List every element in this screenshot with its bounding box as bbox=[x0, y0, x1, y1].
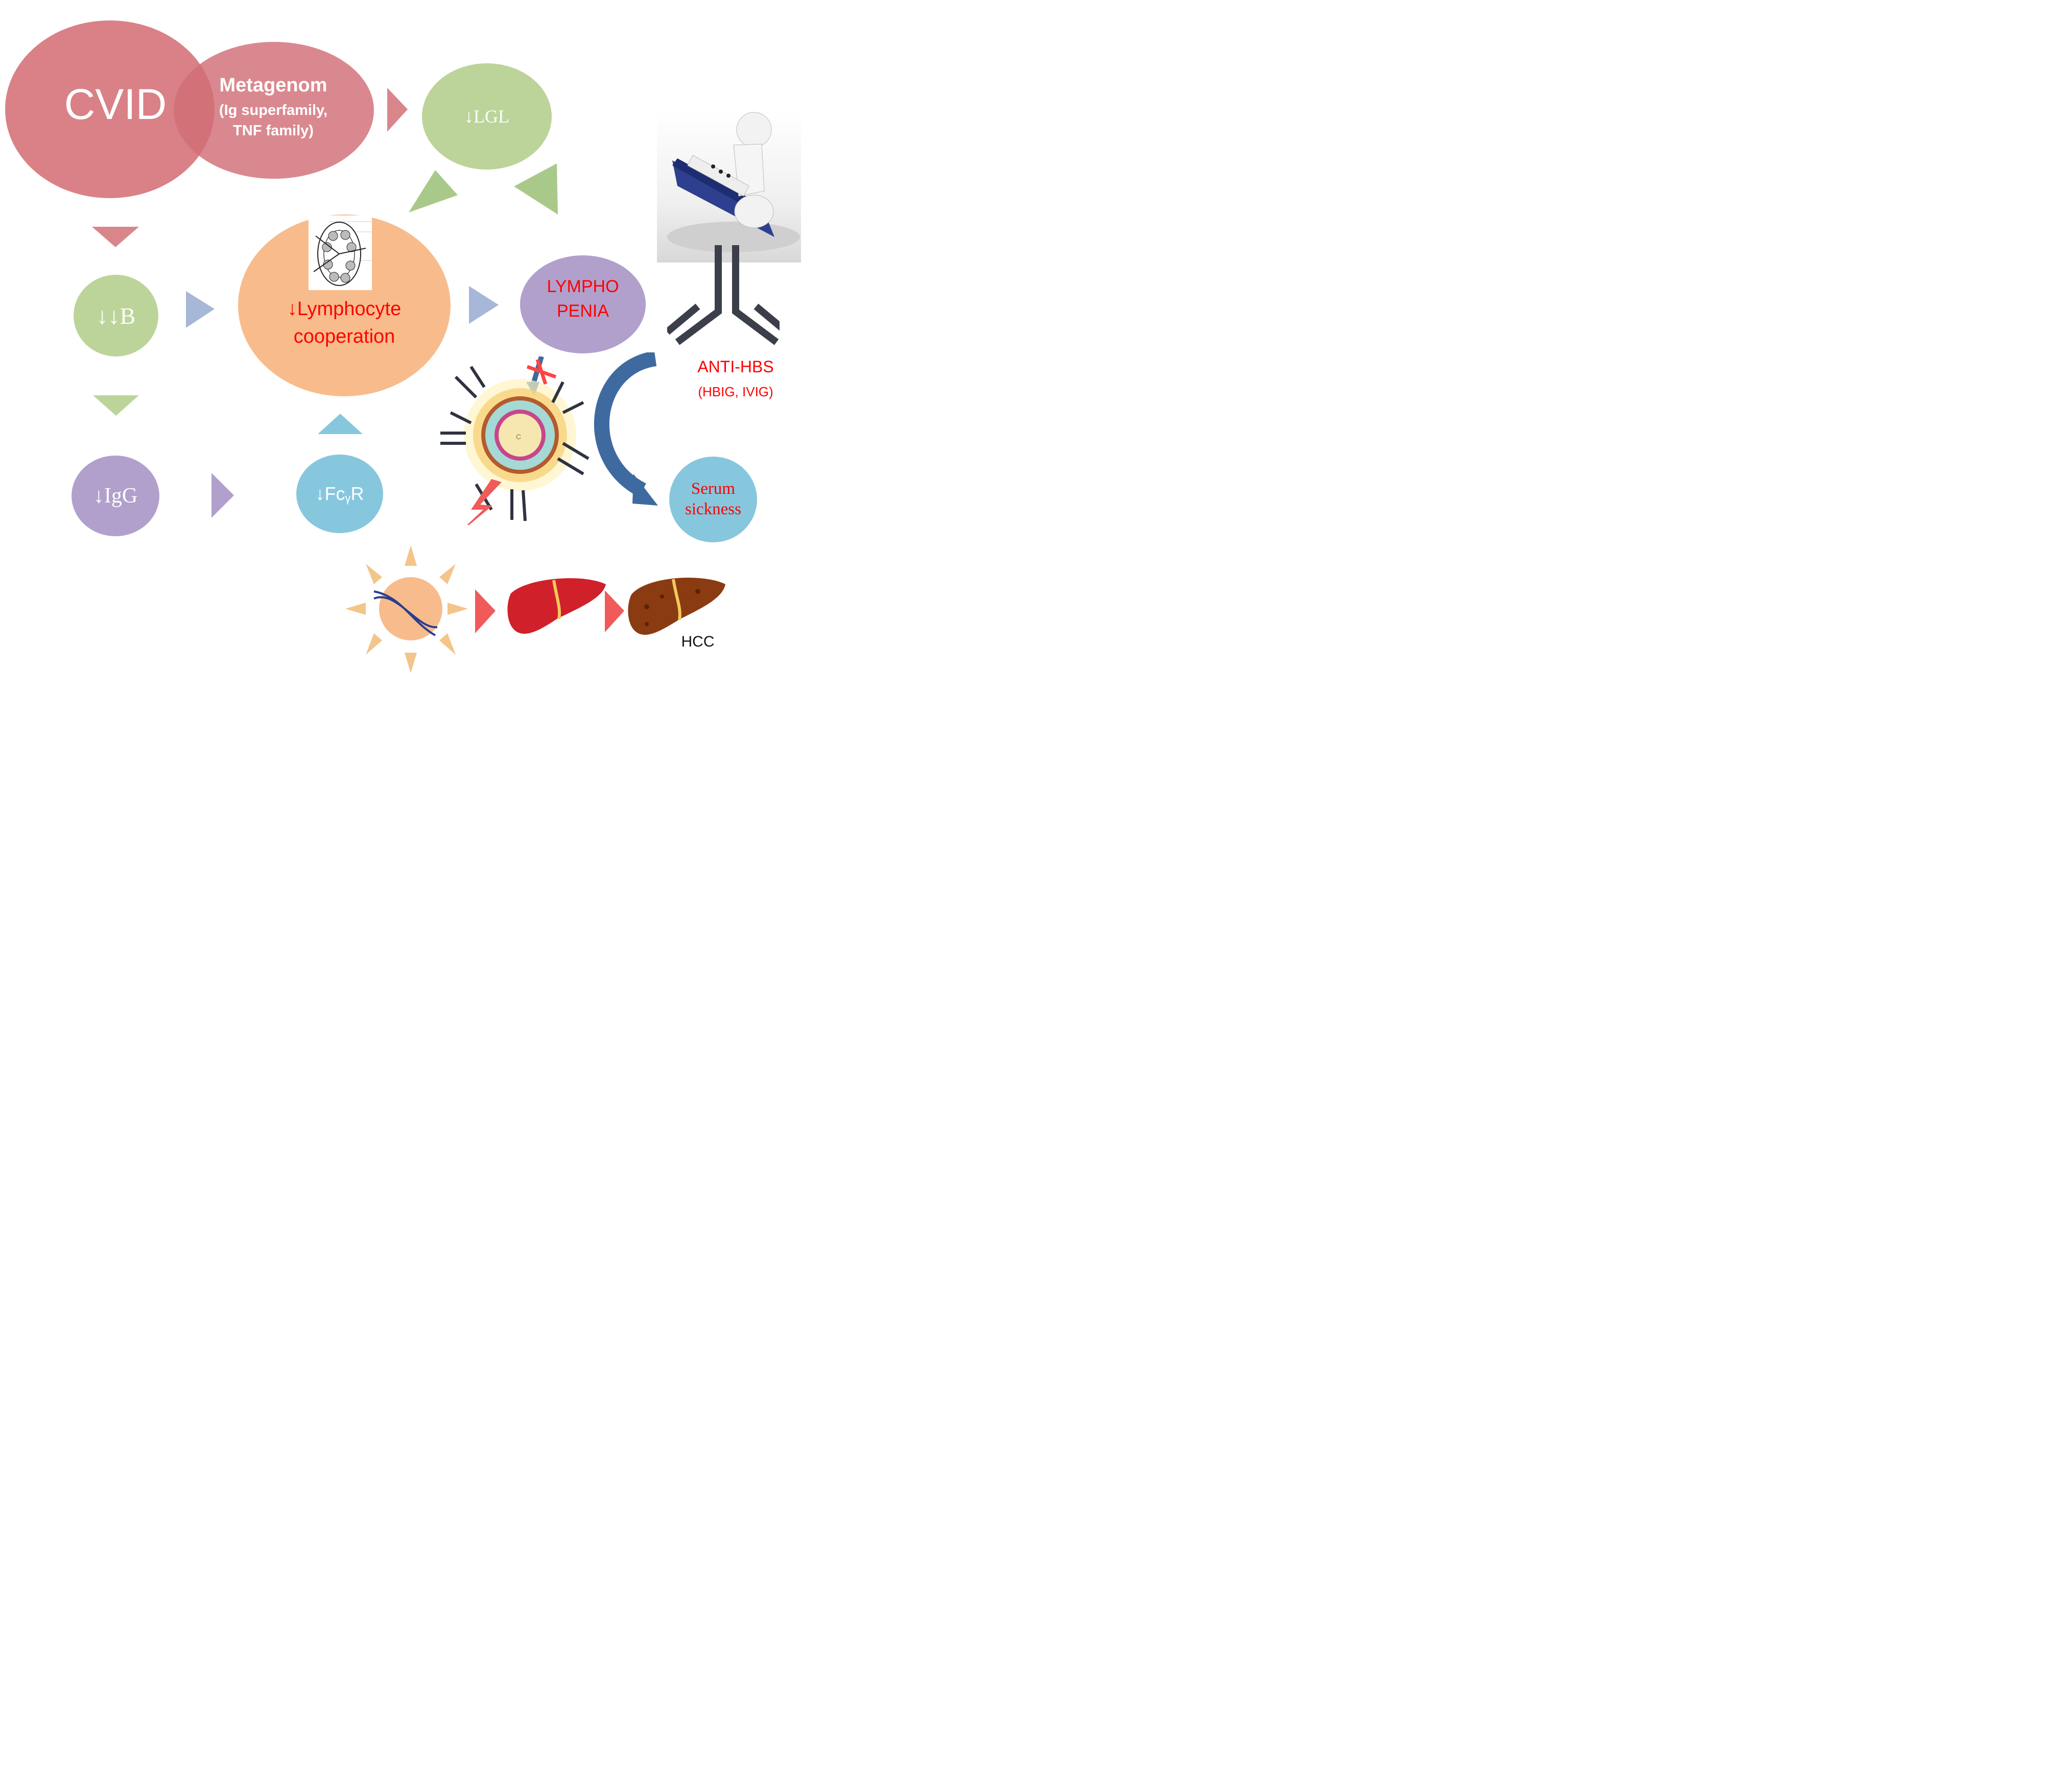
lymph-node-drawing bbox=[313, 221, 372, 286]
liver-icon bbox=[507, 578, 606, 634]
fcr-prefix: ↓Fc bbox=[315, 483, 345, 504]
hcc-label: HCC bbox=[681, 633, 715, 650]
anti-hbs-sub: (HBIG, IVIG) bbox=[698, 384, 773, 399]
cirrhotic-liver-icon bbox=[628, 578, 725, 635]
cvid-label: CVID bbox=[64, 80, 167, 128]
arrow-lymphopenia-to-lgl bbox=[514, 163, 558, 214]
dna-sun-image bbox=[345, 545, 468, 673]
lymphopenia-line1: LYMPHO bbox=[547, 277, 619, 296]
antibody-icon bbox=[667, 245, 780, 345]
anti-hbs-label: ANTI-HBS bbox=[697, 357, 774, 376]
arrow-b-to-igg bbox=[93, 395, 139, 416]
igg-circle: ↓IgG bbox=[72, 456, 159, 536]
arrow-cvid-to-lgl bbox=[387, 88, 408, 132]
lymph-node-image bbox=[309, 216, 372, 290]
metagenom-circle bbox=[174, 42, 374, 179]
serum-sickness-circle: Serum sickness bbox=[669, 457, 757, 542]
svg-text:C: C bbox=[516, 433, 521, 441]
metagenom-line1: (Ig superfamily, bbox=[219, 102, 328, 118]
fcr-label: ↓FcγR bbox=[316, 483, 364, 505]
arrow-lymphocyte-to-lymphopenia bbox=[469, 286, 499, 324]
b-label: ↓↓B bbox=[96, 302, 136, 329]
metagenom-title: Metagenom bbox=[219, 75, 327, 96]
doctor-patient-drawing bbox=[667, 112, 800, 252]
arrow-liver-to-hcc bbox=[605, 590, 624, 632]
connectors bbox=[92, 88, 624, 633]
arrow-b-to-lymphocyte bbox=[186, 291, 215, 328]
diagram-canvas: CVID Metagenom (Ig superfamily, TNF fami… bbox=[0, 0, 801, 683]
fcr-subscript: γ bbox=[345, 491, 351, 505]
lymphopenia-circle bbox=[520, 255, 646, 353]
arrow-virus-to-liver bbox=[475, 589, 496, 633]
serum-line1: Serum bbox=[691, 480, 736, 498]
arrow-fcr-to-lymphocyte bbox=[318, 414, 363, 434]
fcr-circle: ↓FcγR bbox=[296, 455, 383, 533]
lgl-label: ↓LGL bbox=[464, 106, 509, 127]
lgl-circle: ↓LGL bbox=[422, 63, 552, 170]
lymphocyte-line2: cooperation bbox=[293, 326, 395, 347]
lymphopenia-line2: PENIA bbox=[556, 301, 609, 321]
b-circle: ↓↓B bbox=[74, 275, 158, 356]
metagenom-line2: TNF family) bbox=[233, 123, 314, 139]
serum-line2: sickness bbox=[685, 500, 741, 518]
igg-label: ↓IgG bbox=[93, 484, 138, 508]
arrow-lymphocyte-to-lgl bbox=[409, 170, 458, 212]
fcr-suffix: R bbox=[350, 483, 364, 504]
arrow-cvid-to-b bbox=[92, 227, 139, 247]
lymphocyte-line1: ↓Lymphocyte bbox=[287, 298, 402, 320]
curved-arrow bbox=[594, 352, 658, 506]
virus-image: C bbox=[440, 356, 590, 525]
doctor-patient-image bbox=[657, 109, 801, 263]
arrow-igg-to-fcr bbox=[211, 473, 234, 518]
